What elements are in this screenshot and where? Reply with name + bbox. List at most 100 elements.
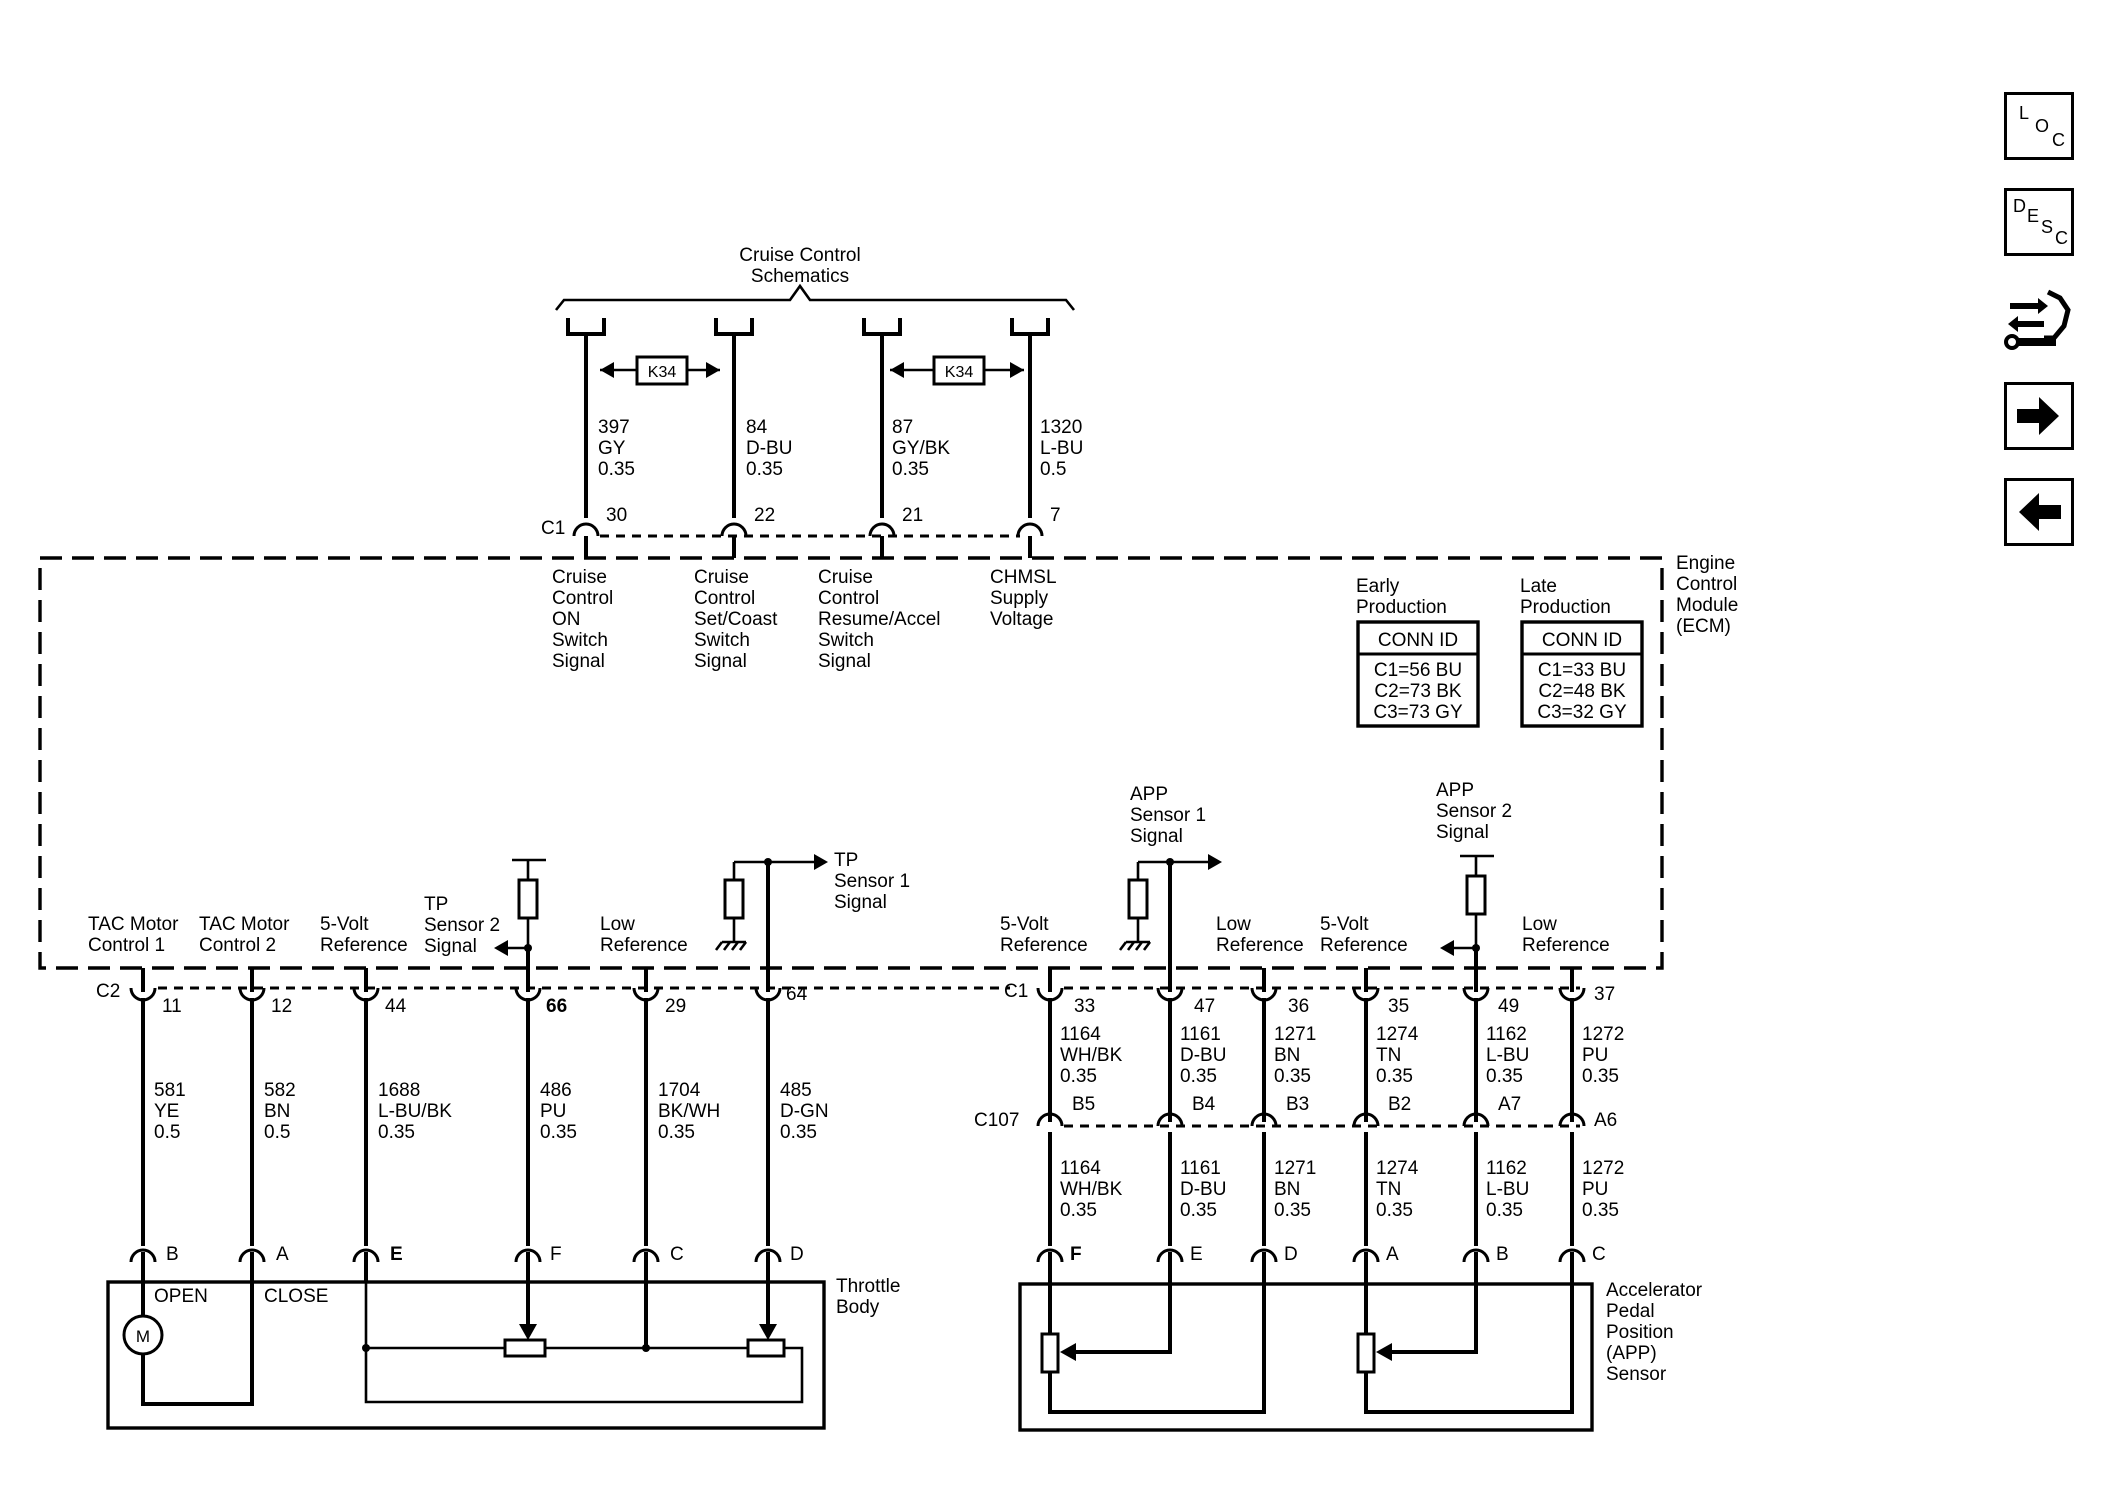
next-arrow-icon[interactable]	[2004, 382, 2074, 450]
wire-circuit: 1272	[1582, 1158, 1624, 1179]
app-sensor-label: (APP)	[1606, 1343, 1657, 1364]
right-wires	[1048, 862, 1574, 1284]
c107-pin: B4	[1192, 1094, 1216, 1115]
c1-top-pin: 21	[902, 505, 923, 526]
throttle-pin: A	[276, 1244, 289, 1265]
app1-label: APP	[1130, 784, 1168, 805]
c1-top-pin: 7	[1050, 505, 1061, 526]
conn-table-title: CONN ID	[1378, 630, 1458, 651]
c107-pin: A7	[1498, 1094, 1521, 1115]
signal-label-line: Signal	[552, 651, 605, 672]
wire-circuit: 1162	[1486, 1158, 1527, 1179]
wire-color: BN	[264, 1101, 290, 1122]
c107-pin: A6	[1594, 1110, 1617, 1131]
conn-table-row: C2=73 BK	[1374, 681, 1461, 702]
ecm-label-line: Control	[1676, 574, 1737, 595]
signal-label-line: Control	[818, 588, 879, 609]
top-wires	[584, 334, 1032, 558]
app-sensor: Accelerator Pedal Position (APP) Sensor	[1018, 1280, 1703, 1432]
tac2-label: TAC Motor	[199, 914, 290, 935]
wire-gauge: 0.35	[1060, 1066, 1097, 1087]
app-pin: C	[1592, 1244, 1606, 1265]
wire-gauge: 0.35	[1060, 1200, 1097, 1221]
conn-table-heading: Late	[1520, 576, 1557, 597]
throttle-pin: E	[390, 1244, 403, 1265]
throttle-pin: D	[790, 1244, 804, 1265]
previous-arrow-icon[interactable]	[2004, 478, 2074, 546]
top-wire-color: L-BU	[1040, 438, 1083, 459]
description-button[interactable]: D E S C	[2004, 188, 2074, 256]
wire-circuit: 1161	[1180, 1158, 1221, 1179]
conn-table-row: C1=33 BU	[1538, 660, 1626, 681]
signal-label-line: Resume/Accel	[818, 609, 941, 630]
close-label: CLOSE	[264, 1286, 328, 1307]
ref5v-a-label: 5-Volt	[1000, 914, 1049, 935]
wire-gauge: 0.35	[1582, 1066, 1619, 1087]
c1-top-connector-label: C1	[541, 518, 565, 539]
c1-bottom-pin: 37	[1594, 984, 1615, 1005]
app-sensor-label: Position	[1606, 1322, 1674, 1343]
signal-label-line: Set/Coast	[694, 609, 778, 630]
signal-label-line: Cruise	[818, 567, 873, 588]
tp2-pullup	[494, 858, 546, 956]
wire-color: TN	[1376, 1179, 1401, 1200]
ecm-boundary	[38, 556, 1664, 970]
c2-pin: 64	[786, 984, 808, 1005]
right-lower-wire-labels: 1164 WH/BK 0.35 1161 D-BU 0.35 1271 BN 0…	[1060, 1158, 1624, 1221]
top-wire-color: GY	[598, 438, 626, 459]
signal-label-line: Supply	[990, 588, 1049, 609]
conn-table-row: C3=73 GY	[1373, 702, 1463, 723]
app2-label: Sensor 2	[1436, 801, 1512, 822]
ecm-label-line: Module	[1676, 595, 1738, 616]
right-signal-labels: APP Sensor 1 Signal 5-Volt Reference Low…	[1000, 780, 1610, 956]
top-wire-circuit: 397	[598, 417, 630, 438]
app1-pulldown	[1118, 854, 1222, 951]
desc-letter: S	[2041, 217, 2054, 237]
k34-link-1: K34	[600, 355, 720, 386]
lowref-b-label: Reference	[1522, 935, 1610, 956]
app2-label: APP	[1436, 780, 1474, 801]
desc-letter: C	[2055, 228, 2068, 248]
signal-label-line: ON	[552, 609, 581, 630]
lowref-b-label: Low	[1522, 914, 1557, 935]
c107-pin: B2	[1388, 1094, 1411, 1115]
ref5v-a-label: Reference	[1000, 935, 1088, 956]
c2-pin: 66	[546, 996, 567, 1017]
ref5v-b-label: Reference	[1320, 935, 1408, 956]
wire-circuit: 1161	[1180, 1024, 1221, 1045]
app-pin: A	[1386, 1244, 1399, 1265]
c1-bottom-pin: 49	[1498, 996, 1519, 1017]
wire-color: YE	[154, 1101, 179, 1122]
wire-gauge: 0.35	[1486, 1066, 1523, 1087]
wire-color: BN	[1274, 1179, 1300, 1200]
top-wire-gauge: 0.35	[746, 459, 783, 480]
c1-top-pin: 30	[606, 505, 627, 526]
tp2-label: Sensor 2	[424, 915, 500, 936]
top-signal-labels: Cruise Control ON Switch Signal Cruise C…	[552, 567, 1057, 672]
loc-letter: L	[2019, 103, 2030, 123]
wire-circuit: 1272	[1582, 1024, 1624, 1045]
c2-pin: 29	[665, 996, 686, 1017]
app-pin: E	[1190, 1244, 1203, 1265]
top-link-stubs	[566, 318, 1050, 336]
wire-circuit: 486	[540, 1080, 572, 1101]
motor-label: M	[136, 1327, 150, 1346]
ecm-label-line: (ECM)	[1676, 616, 1731, 637]
top-wire-labels: 397 GY 0.35 84 D-BU 0.35 87 GY/BK 0.35 1…	[598, 417, 1083, 480]
c1-bottom-pin: 47	[1194, 996, 1215, 1017]
top-wire-color: GY/BK	[892, 438, 950, 459]
k34-label-1: K34	[648, 364, 677, 381]
connector-view-icon[interactable]	[2004, 286, 2074, 356]
wire-color: TN	[1376, 1045, 1401, 1066]
signal-label-line: Switch	[552, 630, 608, 651]
app-pin: D	[1284, 1244, 1298, 1265]
signal-label-line: Control	[552, 588, 613, 609]
wire-color: BK/WH	[658, 1101, 720, 1122]
throttle-pin: C	[670, 1244, 684, 1265]
tp2-label: TP	[424, 894, 448, 915]
lowref-a-label: Low	[1216, 914, 1251, 935]
app-sensor-label: Pedal	[1606, 1301, 1655, 1322]
c2-pin: 11	[162, 996, 182, 1017]
tp1-pulldown	[714, 854, 828, 951]
location-button[interactable]: L O C	[2004, 92, 2074, 160]
